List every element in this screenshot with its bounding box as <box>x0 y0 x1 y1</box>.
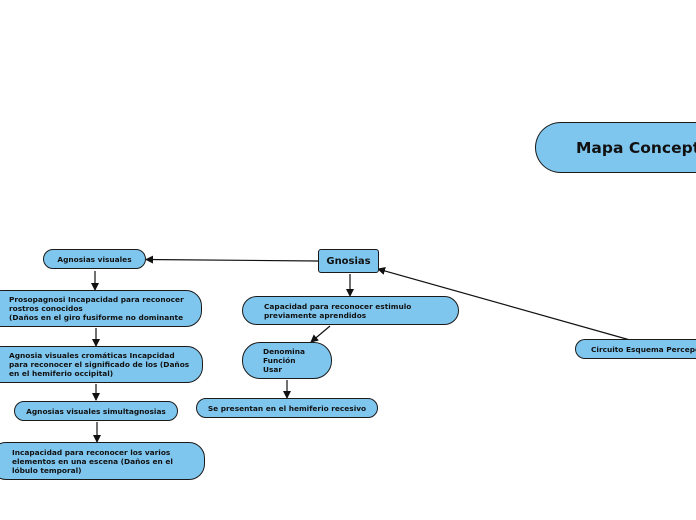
node-prosopagnosia-label: Prosopagnosi Incapacidad para reconocer … <box>9 295 184 322</box>
node-prosopagnosia[interactable]: Prosopagnosi Incapacidad para reconocer … <box>0 290 202 327</box>
node-circuito[interactable]: Circuito Esquema Percepcion <box>575 339 696 359</box>
map-title-node[interactable]: Mapa Conceptual Gnosias y Praxias <box>535 122 696 173</box>
node-denomina[interactable]: Denomina Función Usar <box>242 342 332 379</box>
node-agnosia-cromatica[interactable]: Agnosia visuales cromáticas Incapcidad p… <box>0 346 203 383</box>
node-capacidad-label: Capacidad para reconocer estimulo previa… <box>264 301 412 320</box>
edge-gnosias-to-agnosias <box>145 255 319 264</box>
node-simultagnosias[interactable]: Agnosias visuales simultagnosias <box>14 401 178 421</box>
node-circuito-label: Circuito Esquema Percepcion <box>591 344 696 354</box>
edge-circuito-to-gnosias <box>377 267 631 341</box>
node-gnosias-label: Gnosias <box>326 255 371 267</box>
node-agnosias-visuales-label: Agnosias visuales <box>57 254 132 264</box>
node-denomina-label: Denomina Función Usar <box>263 347 305 374</box>
node-gnosias[interactable]: Gnosias <box>318 249 379 273</box>
node-incapacidad-escena[interactable]: Incapacidad para reconocer los varios el… <box>0 442 205 480</box>
node-capacidad[interactable]: Capacidad para reconocer estimulo previa… <box>242 296 459 325</box>
node-incapacidad-escena-label: Incapacidad para reconocer los varios el… <box>12 447 173 475</box>
node-agnosia-cromatica-label: Agnosia visuales cromáticas Incapcidad p… <box>9 351 190 378</box>
node-simultagnosias-label: Agnosias visuales simultagnosias <box>26 406 166 416</box>
map-title: Mapa Conceptual Gnosias y Praxias <box>576 138 696 157</box>
edge-capacidad-to-denomina <box>310 325 331 343</box>
node-agnosias-visuales[interactable]: Agnosias visuales <box>43 249 146 269</box>
node-hemisferio[interactable]: Se presentan en el hemiferio recesivo <box>196 398 378 418</box>
node-hemisferio-label: Se presentan en el hemiferio recesivo <box>207 403 367 413</box>
